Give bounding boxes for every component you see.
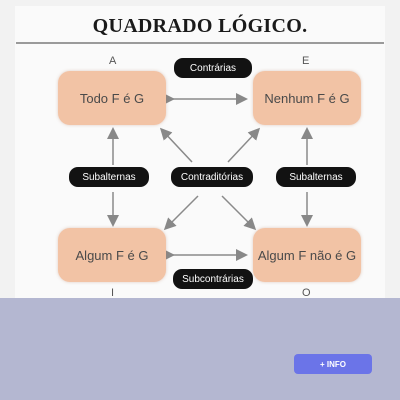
more-info-button[interactable]: + INFO bbox=[294, 354, 372, 374]
label-subalternas-left: Subalternas bbox=[69, 167, 149, 187]
corner-label-i: I bbox=[111, 287, 115, 299]
arrow-contraditorias-up-right bbox=[227, 127, 261, 163]
label-subalternas-right: Subalternas bbox=[276, 167, 356, 187]
arrow-contraditorias-down-left bbox=[163, 195, 199, 231]
label-contraditorias: Contraditórias bbox=[171, 167, 253, 187]
label-subcontrarias: Subcontrárias bbox=[173, 269, 253, 289]
box-todo-f-e-g: Todo F é G bbox=[58, 71, 166, 125]
box-nenhum-f-e-g: Nenhum F é G bbox=[253, 71, 361, 125]
corner-label-e: E bbox=[302, 55, 310, 67]
title-divider bbox=[16, 42, 384, 44]
corner-label-o: O bbox=[302, 287, 311, 299]
arrow-contraditorias-up-left bbox=[159, 127, 193, 163]
label-contrarias: Contrárias bbox=[174, 58, 252, 78]
diagram-title: QUADRADO LÓGICO. bbox=[92, 15, 308, 37]
arrow-contraditorias-down-right bbox=[221, 195, 257, 231]
box-algum-f-e-g: Algum F é G bbox=[58, 228, 166, 282]
corner-label-a: A bbox=[109, 55, 117, 67]
box-algum-f-nao-e-g: Algum F não é G bbox=[253, 228, 361, 282]
